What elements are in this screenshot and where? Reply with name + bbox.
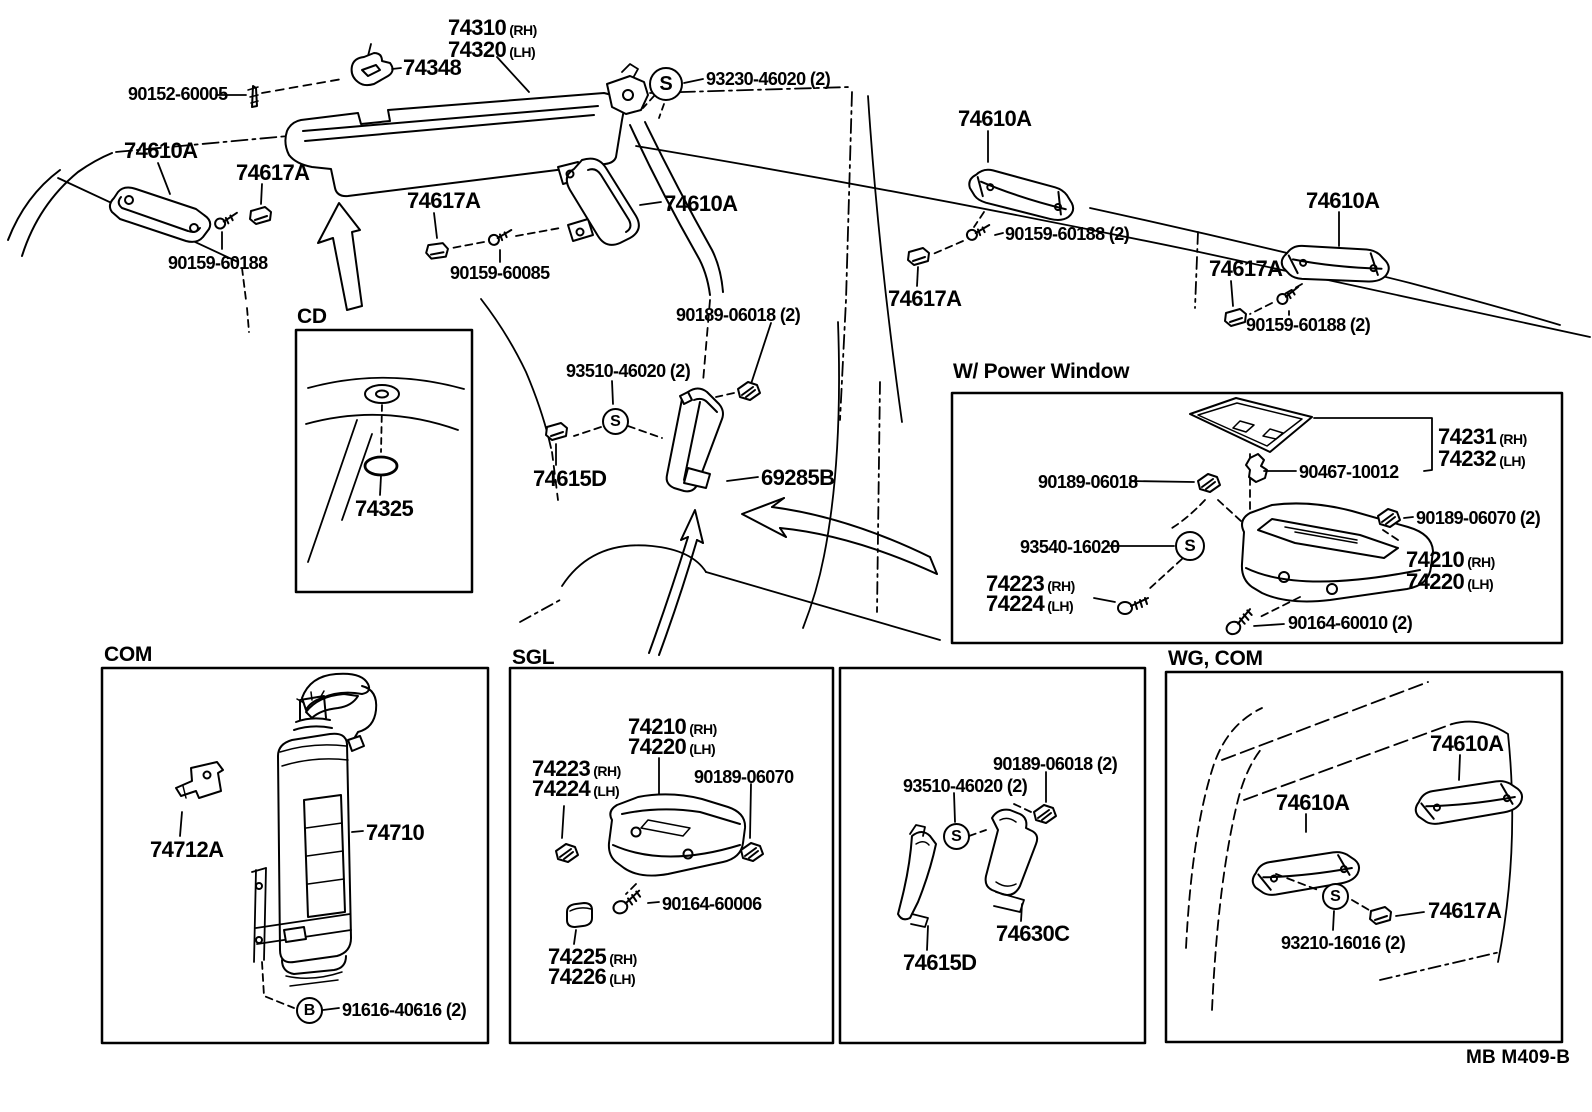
part-label: 74320(LH) (448, 37, 536, 62)
part-label: 74220(LH) (628, 734, 716, 759)
part-label: 74610A (958, 106, 1032, 131)
part-label: 91616-40616 (2) (342, 1000, 467, 1020)
part-label: 74210(RH) (1406, 547, 1495, 572)
part-label: 74610A (1430, 731, 1504, 756)
part-label: 74710 (366, 820, 425, 845)
part-label: 90159-60188 (2) (1005, 224, 1130, 244)
part-label: 74220(LH) (1406, 569, 1494, 594)
part-label: 69285B (761, 465, 835, 490)
s-marker: S (943, 823, 970, 850)
part-label: 74712A (150, 837, 224, 862)
part-label: 90159-60085 (450, 263, 550, 283)
part-label: 90189-06070 (694, 767, 794, 787)
section-title-com: COM (104, 643, 153, 666)
part-label: 90189-06070 (2) (1416, 508, 1541, 528)
part-label: 74610A (1306, 188, 1380, 213)
part-label: 90467-10012 (1299, 462, 1399, 482)
part-label: 74210(RH) (628, 714, 717, 739)
s-marker: S (1175, 531, 1205, 561)
part-label: 90189-06018 (2) (676, 305, 801, 325)
part-label: 74231(RH) (1438, 424, 1527, 449)
part-label: 74610A (124, 138, 198, 163)
part-label: 74617A (1209, 256, 1283, 281)
wg-com-box (1164, 670, 1564, 1044)
grab-handle-center (557, 157, 662, 246)
part-label: 74223(RH) (986, 571, 1075, 596)
section-title-sgl: SGL (512, 646, 555, 669)
part-label: 74615D (903, 950, 977, 975)
section-title-wg-com: WG, COM (1168, 647, 1263, 670)
direction-arrow-long (741, 497, 938, 575)
clip-icon (1224, 280, 1247, 327)
screw-icon (932, 224, 1004, 255)
diagram-code: MB M409-B (1466, 1047, 1571, 1068)
section-title-cd: CD (297, 305, 327, 328)
power-window-box (950, 391, 1564, 645)
part-label: 90152-60005 (128, 84, 228, 104)
part-label: 74615D (533, 466, 607, 491)
screw-90152-icon (215, 78, 343, 108)
part-label: 74348 (403, 55, 462, 80)
part-label: 74617A (407, 188, 481, 213)
sun-visor (284, 56, 627, 198)
clip-icon (424, 212, 450, 262)
direction-arrow-up-left (317, 202, 363, 311)
com-box (100, 666, 490, 1045)
visor-pivot-bracket (606, 63, 704, 119)
clip-74348-icon (350, 43, 402, 87)
direction-arrow-thin (648, 509, 704, 656)
part-label: 93540-16020 (1020, 537, 1120, 557)
part-label: 74325 (355, 496, 414, 521)
part-label: 74232(LH) (1438, 446, 1526, 471)
part-label: 74617A (888, 286, 962, 311)
fire-extinguisher (251, 672, 378, 1011)
part-label: 90189-06018 (2) (993, 754, 1118, 774)
pillar-garnish-69285B (545, 322, 772, 493)
grab-handle-front-left (108, 162, 212, 243)
screw-icon (212, 211, 241, 250)
part-label: 90159-60188 (168, 253, 268, 273)
screw-icon (1249, 285, 1303, 316)
part-label: 74617A (236, 160, 310, 185)
part-label: 93230-46020 (2) (706, 69, 831, 89)
part-label: 74225(RH) (548, 944, 637, 969)
part-label: 90159-60188 (2) (1246, 315, 1371, 335)
part-label: 74224(LH) (532, 776, 620, 801)
screw-icon (451, 227, 561, 263)
sgl-box (508, 666, 835, 1045)
part-label: 90189-06018 (1038, 472, 1138, 492)
cd-box (294, 328, 474, 594)
clip-icon (907, 247, 930, 287)
part-label: 93210-16016 (2) (1281, 933, 1406, 953)
s-marker: S (602, 408, 629, 435)
b-marker: B (296, 997, 323, 1024)
part-label: 74617A (1428, 898, 1502, 923)
section-title-power-window: W/ Power Window (953, 360, 1130, 383)
part-label: 93510-46020 (2) (566, 361, 691, 381)
part-label: 74630C (996, 921, 1070, 946)
garnish-box (838, 666, 1147, 1045)
part-label: 93510-46020 (2) (903, 776, 1028, 796)
part-label: 74223(RH) (532, 756, 621, 781)
s-marker: S (1322, 883, 1349, 910)
part-label: 74610A (1276, 790, 1350, 815)
part-label: 74610A (664, 191, 738, 216)
clip-icon (249, 183, 272, 225)
grab-handle-top-right (964, 130, 1079, 228)
part-label: 74310(RH) (448, 15, 537, 40)
part-label: 74226(LH) (548, 964, 636, 989)
part-label: 90164-60010 (2) (1288, 613, 1413, 633)
part-label: 90164-60006 (662, 894, 762, 914)
s-marker: S (649, 67, 683, 101)
part-label: 74224(LH) (986, 591, 1074, 616)
